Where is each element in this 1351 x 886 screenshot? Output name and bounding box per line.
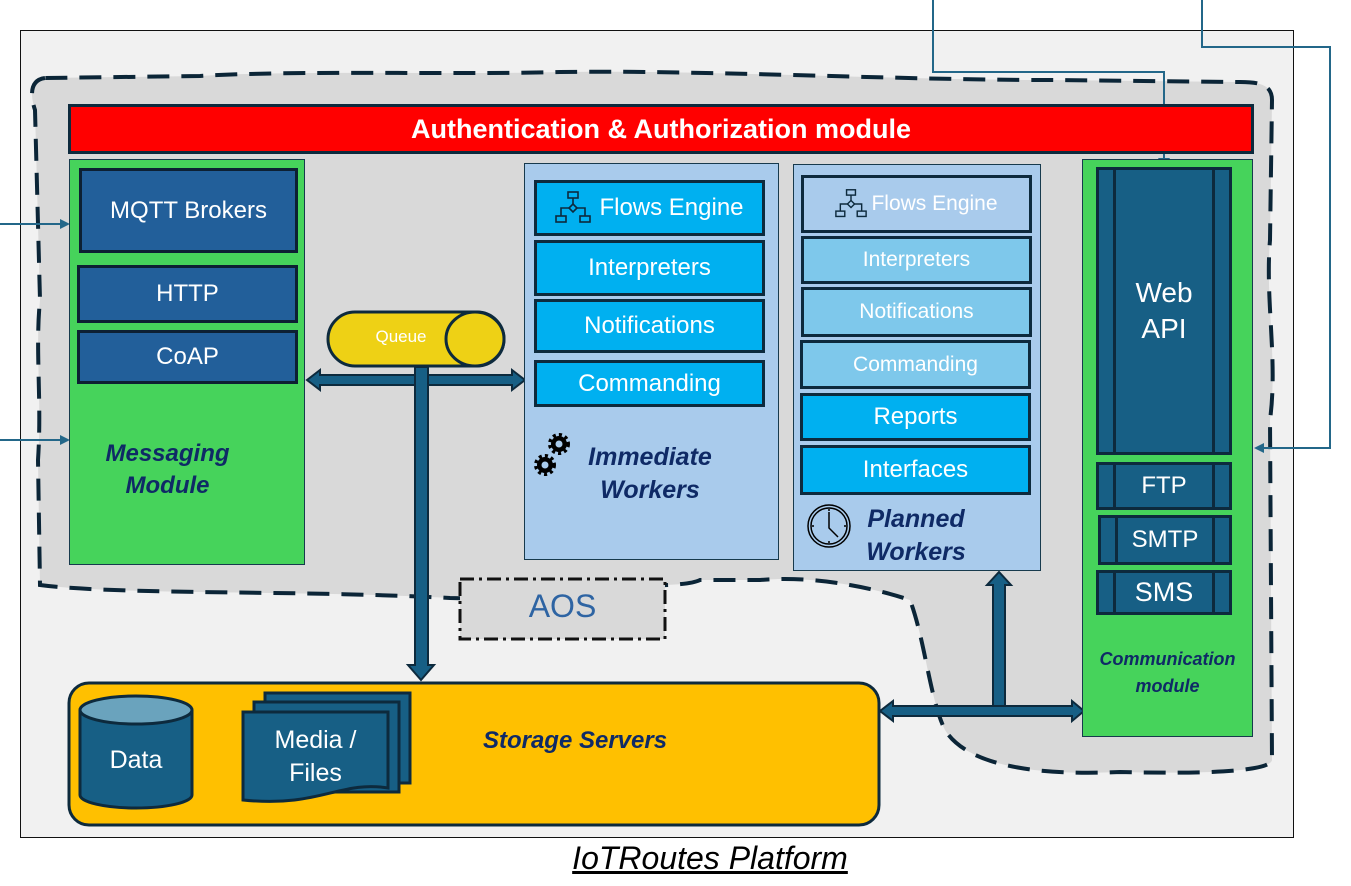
sms: SMS xyxy=(1096,570,1232,615)
arrow-head xyxy=(60,219,70,229)
data-cylinder xyxy=(78,710,194,810)
arrow-head xyxy=(1254,443,1264,453)
ftp: FTP xyxy=(1096,462,1232,510)
immediate-commanding: Commanding xyxy=(534,360,765,407)
smtp: SMTP xyxy=(1098,515,1232,565)
planned-interpreters: Interpreters xyxy=(801,236,1032,284)
messaging-module-label: Messaging Module xyxy=(105,440,230,499)
web-api: Web API xyxy=(1096,167,1232,455)
queue-label: Queue xyxy=(375,327,427,346)
gears-icon xyxy=(534,433,570,476)
mqtt-brokers: MQTT Brokers xyxy=(79,168,298,253)
flowchart-icon xyxy=(555,191,592,223)
immediate-flows-engine: Flows Engine xyxy=(534,180,765,236)
storage-down-arrow xyxy=(405,366,437,682)
storage-servers-label: Storage Servers xyxy=(482,727,668,754)
auth-module-bar: Authentication & Authorization module xyxy=(68,104,1254,154)
immediate-notifications: Notifications xyxy=(534,299,765,353)
planned-workers-label: Planned Workers xyxy=(866,505,966,566)
arrow-head xyxy=(60,435,70,445)
planned-flows-engine: Flows Engine xyxy=(801,175,1032,233)
aos-box xyxy=(458,577,667,641)
immediate-interpreters: Interpreters xyxy=(534,240,765,296)
aos-label: AOS xyxy=(528,588,597,624)
planned-notifications: Notifications xyxy=(801,287,1032,337)
external-line-right xyxy=(1201,0,1331,449)
coap: CoAP xyxy=(77,330,298,384)
media-files-icon xyxy=(241,710,390,803)
flowchart-icon xyxy=(835,189,868,218)
planned-interfaces: Interfaces xyxy=(800,445,1031,495)
clock-icon xyxy=(807,504,851,548)
planned-up-arrow xyxy=(984,570,1014,707)
data-label: Data xyxy=(109,746,163,774)
planned-reports: Reports xyxy=(800,393,1031,441)
communication-module-label: Communication module xyxy=(1099,649,1236,696)
planned-commanding: Commanding xyxy=(800,340,1031,389)
page-title: IoTRoutes Platform xyxy=(572,840,848,876)
immediate-workers-label: Immediate Workers xyxy=(588,443,712,504)
media-files-label: Media / Files xyxy=(274,726,357,787)
http: HTTP xyxy=(77,265,298,323)
